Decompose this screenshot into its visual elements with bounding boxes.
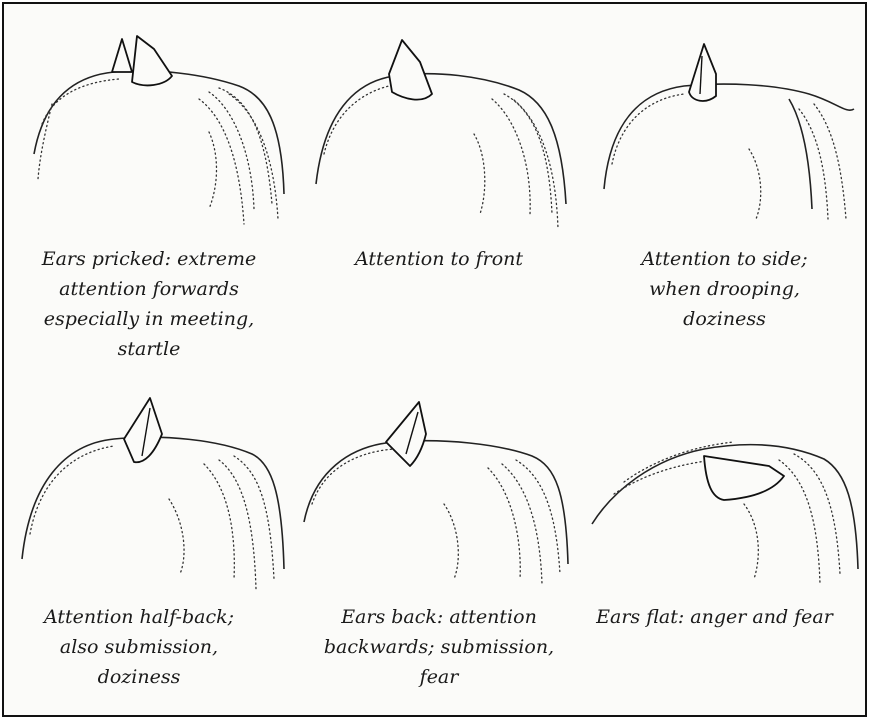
panel-ears-pricked: Ears pricked: extreme attention forwards… bbox=[4, 4, 294, 364]
panel-attention-front: Attention to front bbox=[294, 4, 584, 364]
left-ear-shape bbox=[112, 39, 132, 72]
panel-ears-flat: Ears flat: anger and fear bbox=[584, 394, 865, 715]
caption-ears-flat: Ears flat: anger and fear bbox=[574, 602, 855, 632]
panel-ears-back: Ears back: attention backwards; submissi… bbox=[294, 394, 584, 715]
caption-attention-half-back: Attention half-back; also submission, do… bbox=[2, 602, 284, 692]
panel-attention-half-back: Attention half-back; also submission, do… bbox=[4, 394, 294, 715]
right-ear-shape bbox=[132, 36, 172, 85]
ear-shape bbox=[389, 40, 432, 100]
head-illustration-attention-front bbox=[294, 4, 584, 244]
head-illustration-ears-back bbox=[294, 394, 584, 594]
head-illustration-ears-pricked bbox=[4, 4, 294, 244]
ear-shape bbox=[386, 402, 426, 466]
caption-attention-side: Attention to side; when drooping, dozine… bbox=[584, 244, 865, 334]
head-illustration-attention-half-back bbox=[4, 394, 294, 594]
caption-attention-front: Attention to front bbox=[294, 244, 584, 274]
head-illustration-attention-side bbox=[584, 4, 865, 244]
ear-shape bbox=[689, 44, 716, 101]
caption-ears-back: Ears back: attention backwards; submissi… bbox=[294, 602, 584, 692]
head-illustration-ears-flat bbox=[584, 394, 865, 594]
caption-ears-pricked: Ears pricked: extreme attention forwards… bbox=[4, 244, 294, 364]
panel-attention-side: Attention to side; when drooping, dozine… bbox=[584, 4, 865, 364]
ear-shape bbox=[704, 456, 784, 500]
